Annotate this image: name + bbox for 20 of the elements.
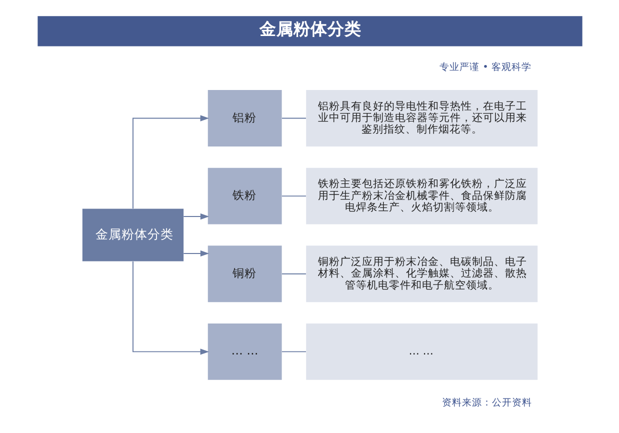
- node-box: … …: [207, 323, 282, 380]
- diagram-title: 金属粉体分类: [258, 20, 361, 39]
- node-box: 铁粉: [207, 168, 282, 224]
- connector: [280, 118, 306, 119]
- node-box: 铝粉: [207, 90, 282, 146]
- arrow: [132, 260, 209, 355]
- connector: [280, 196, 306, 197]
- arrow: [182, 250, 209, 257]
- label: 资料来源：公开资料: [442, 398, 532, 409]
- node-box: 铁粉主要包括还原铁粉和雾化铁粉，广泛应用于生产粉末冶金机械零件、食品保鲜防腐电焊条生产、火焰切割等领域。: [306, 168, 538, 224]
- arrow: [182, 213, 209, 220]
- connector: [280, 351, 306, 352]
- connector: [280, 273, 306, 274]
- node-box: 铝粉具有良好的导电性和导热性，在电子工业中可用于制造电容器等元件，还可以用来鉴别指纹、制作烟花等。: [306, 90, 538, 146]
- node-box: 铜粉广泛应用于粉末冶金、电碳制品、电子材料、金属涂料、化学触媒、过滤器、散热管等机电零件和电子航空领域。: [306, 246, 538, 302]
- node-box: 金属粉体分类: [82, 208, 184, 262]
- label: 专业严谨 • 客观科学: [439, 62, 532, 74]
- node-box: 铜粉: [207, 246, 282, 302]
- arrow: [132, 115, 209, 209]
- node-box: … …: [306, 323, 538, 380]
